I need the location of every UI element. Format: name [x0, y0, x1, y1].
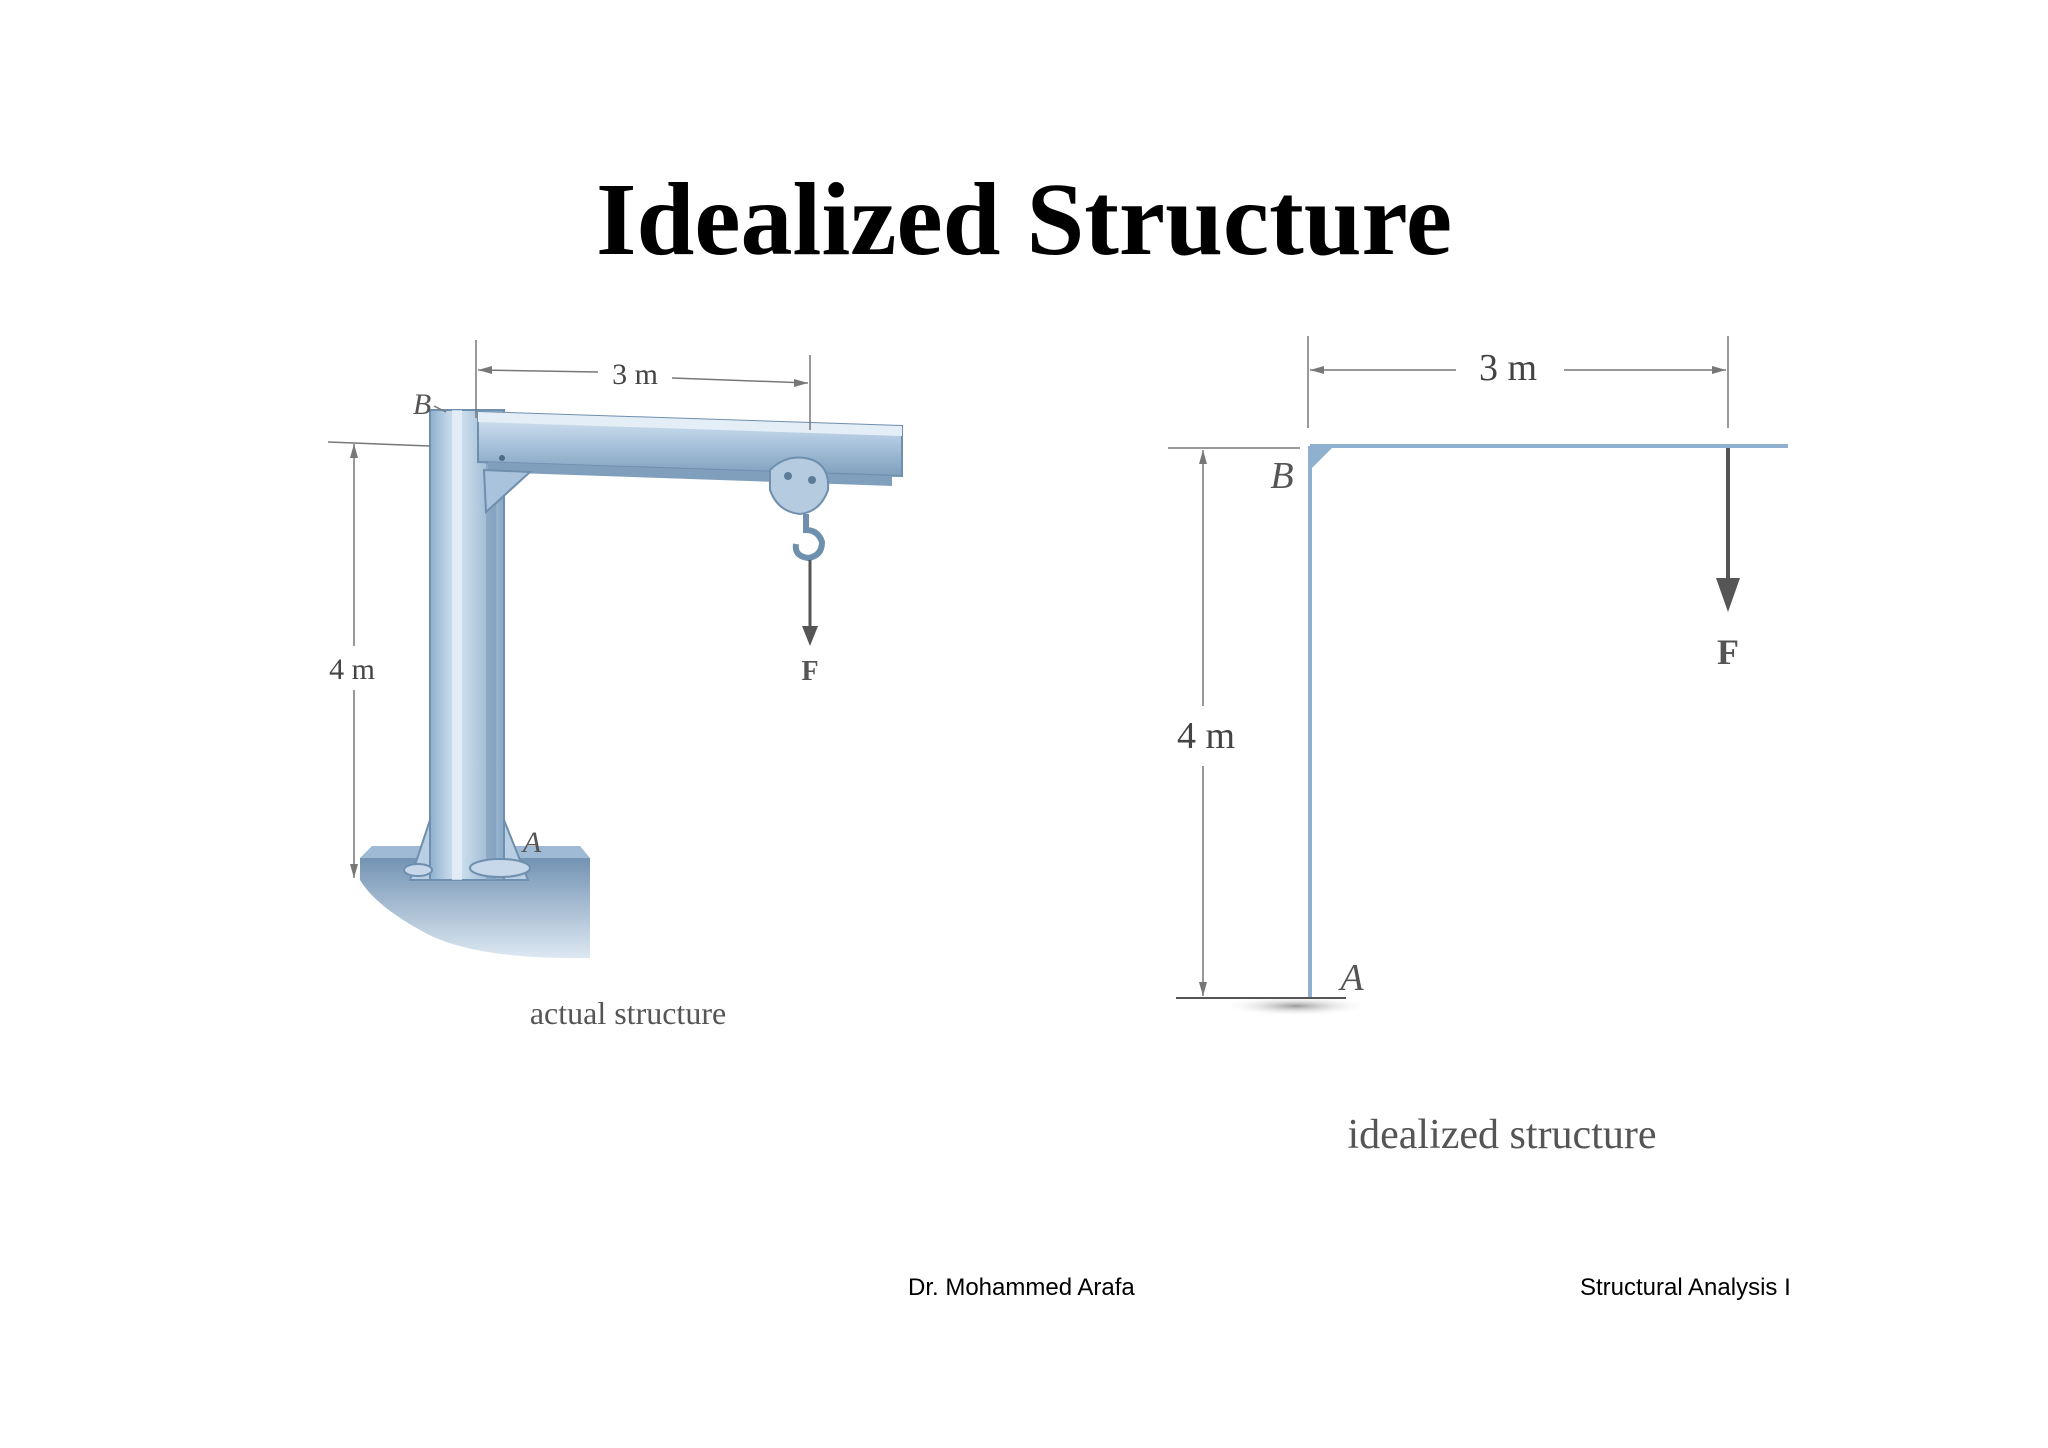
- footer-author: Dr. Mohammed Arafa: [908, 1274, 1135, 1301]
- actual-caption: actual structure: [530, 995, 726, 1031]
- idealized-structure: 3 m 4 m F B A idealized structure: [1168, 336, 1788, 1158]
- actual-column: [429, 409, 505, 881]
- idealized-force-arrow: [1716, 448, 1740, 612]
- idealized-dim-horizontal-label: 3 m: [1479, 347, 1537, 389]
- idealized-caption: idealized structure: [1347, 1112, 1656, 1158]
- idealized-members: [1308, 444, 1788, 998]
- idealized-point-a-label: A: [1337, 957, 1364, 999]
- idealized-dim-vertical: [1168, 447, 1300, 996]
- idealized-dim-horizontal: [1307, 336, 1729, 428]
- actual-point-b-label: B: [413, 388, 431, 421]
- actual-dim-horizontal-label: 3 m: [612, 358, 658, 391]
- actual-dim-vertical-label: 4 m: [329, 653, 375, 686]
- idealized-fixed-support: [1176, 996, 1370, 1016]
- idealized-force-label: F: [1717, 632, 1739, 672]
- idealized-point-b-label: B: [1270, 455, 1293, 497]
- actual-dim-vertical: [327, 441, 431, 878]
- hoist-trolley: [769, 456, 830, 562]
- actual-brackets: [403, 468, 533, 881]
- actual-structure: F 3 m 4 m B A actual structure: [327, 340, 903, 1031]
- idealized-dim-vertical-label: 4 m: [1177, 715, 1235, 757]
- actual-point-a-label: A: [521, 826, 542, 859]
- slide-title: Idealized Structure: [596, 162, 1452, 277]
- actual-dim-horizontal: [475, 340, 811, 430]
- actual-force-arrow: [802, 560, 818, 646]
- footer-course: Structural Analysis I: [1580, 1274, 1791, 1301]
- actual-beam: [477, 410, 903, 486]
- actual-force-label: F: [801, 656, 818, 687]
